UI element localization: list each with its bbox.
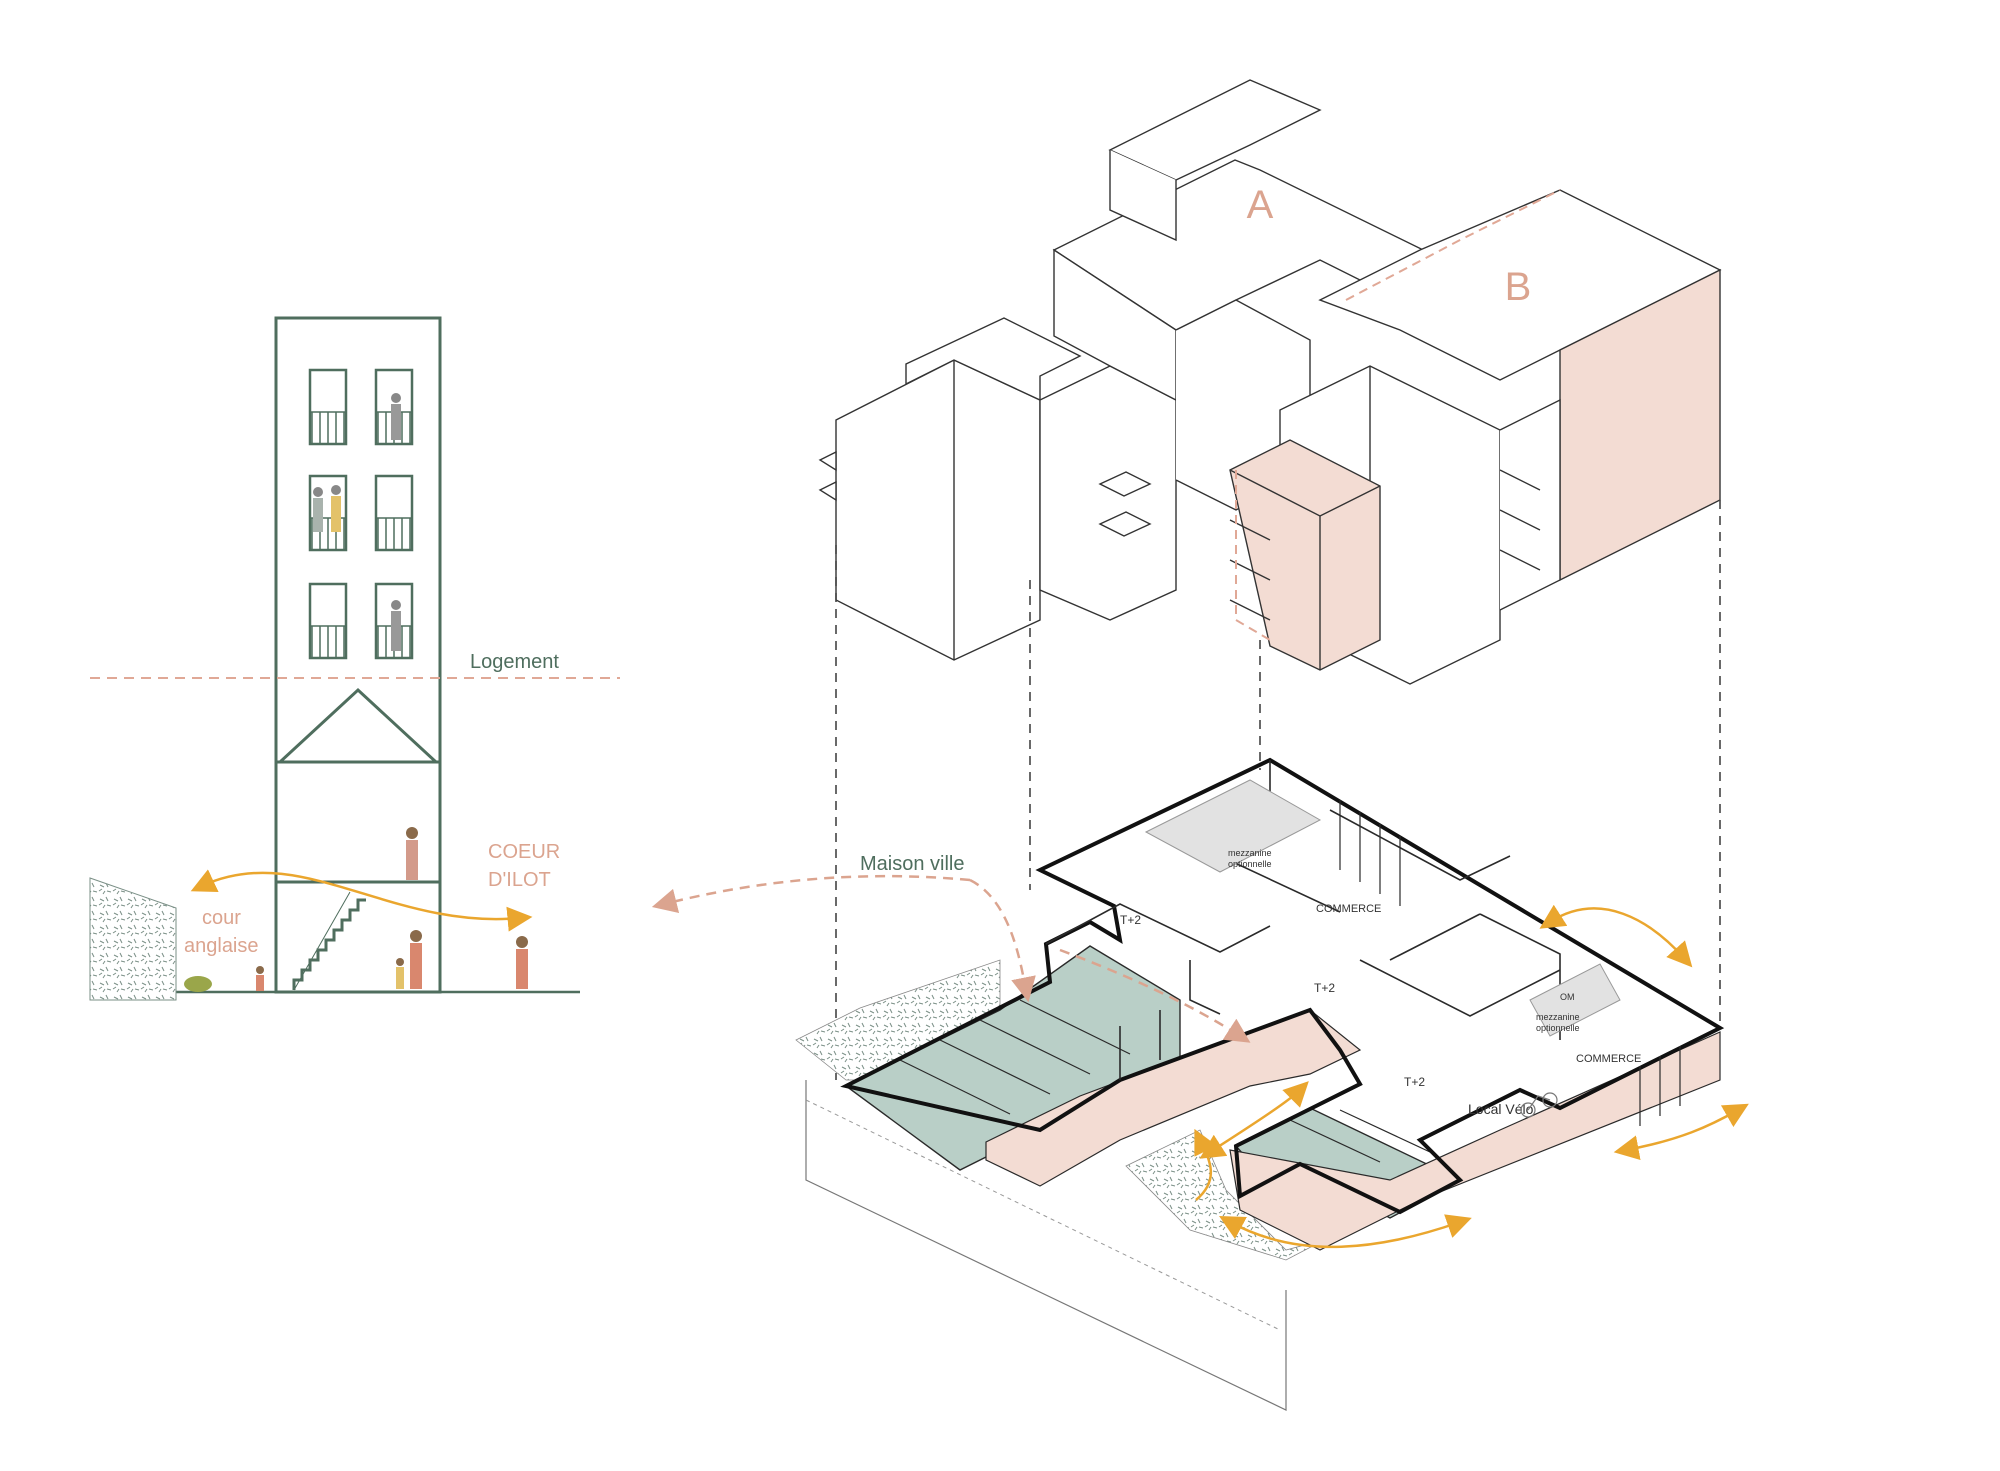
plan-outline [840, 757, 1725, 1215]
embankment [89, 877, 177, 1001]
room-mezz-1b: optionnelle [1228, 859, 1272, 869]
balcony [818, 480, 837, 502]
flow-arrows-plan [1194, 904, 1749, 1249]
room-mezz-2b: optionnelle [1536, 1023, 1580, 1033]
block-b-salmon-bay [1229, 439, 1381, 671]
room-t2-1: T+2 [1120, 913, 1141, 927]
flow-arrow-section [190, 869, 533, 932]
label-anglaise: anglaise [184, 935, 259, 957]
block-a-volume-left-top [905, 317, 1082, 402]
ground-floor-axo: T+2 T+2 T+2 COMMERCE COMMERCE mezzanine … [651, 757, 1749, 1411]
block-a-central [1053, 248, 1177, 402]
room-om: OM [1560, 992, 1575, 1002]
room-commerce-1: COMMERCE [1316, 903, 1381, 915]
dashed-link [1345, 189, 1561, 301]
upper-massing-axo [818, 79, 1722, 685]
room-mezz-1a: mezzanine [1228, 848, 1272, 858]
mezzanine-zone-2 [1529, 963, 1621, 1037]
room-local-velo: Local Vélo [1468, 1101, 1534, 1117]
room-t2-2: T+2 [1314, 981, 1335, 995]
mezzanine-zone-1 [1144, 779, 1322, 873]
gable-roof [276, 687, 440, 764]
balcony [818, 450, 837, 472]
bicycle-icon [1520, 1092, 1558, 1118]
balcony [1098, 471, 1152, 497]
room-mezz-2a: mezzanine [1536, 1012, 1580, 1022]
room-commerce-2: COMMERCE [1576, 1053, 1641, 1065]
stairs [292, 898, 366, 990]
label-maison-ville: Maison ville [860, 853, 964, 875]
block-a-volume-left [835, 359, 1041, 661]
base-slab [805, 1080, 1287, 1411]
people-figures [184, 393, 528, 992]
label-block-b: B [1505, 265, 1532, 309]
label-dilot: D'ILOT [488, 869, 551, 891]
maison-ville-arrow [651, 874, 971, 914]
label-coeur: COEUR [488, 841, 560, 863]
block-a-volume-mid [1039, 365, 1177, 621]
label-logement: Logement [470, 651, 559, 673]
label-cour: cour [202, 907, 241, 929]
building-section: Logement COEUR D'ILOT cour anglaise [89, 316, 620, 1001]
room-t2-3: T+2 [1404, 1075, 1425, 1089]
projection-lines [835, 500, 1721, 1080]
balcony [1098, 511, 1152, 537]
label-block-a: A [1247, 183, 1274, 227]
